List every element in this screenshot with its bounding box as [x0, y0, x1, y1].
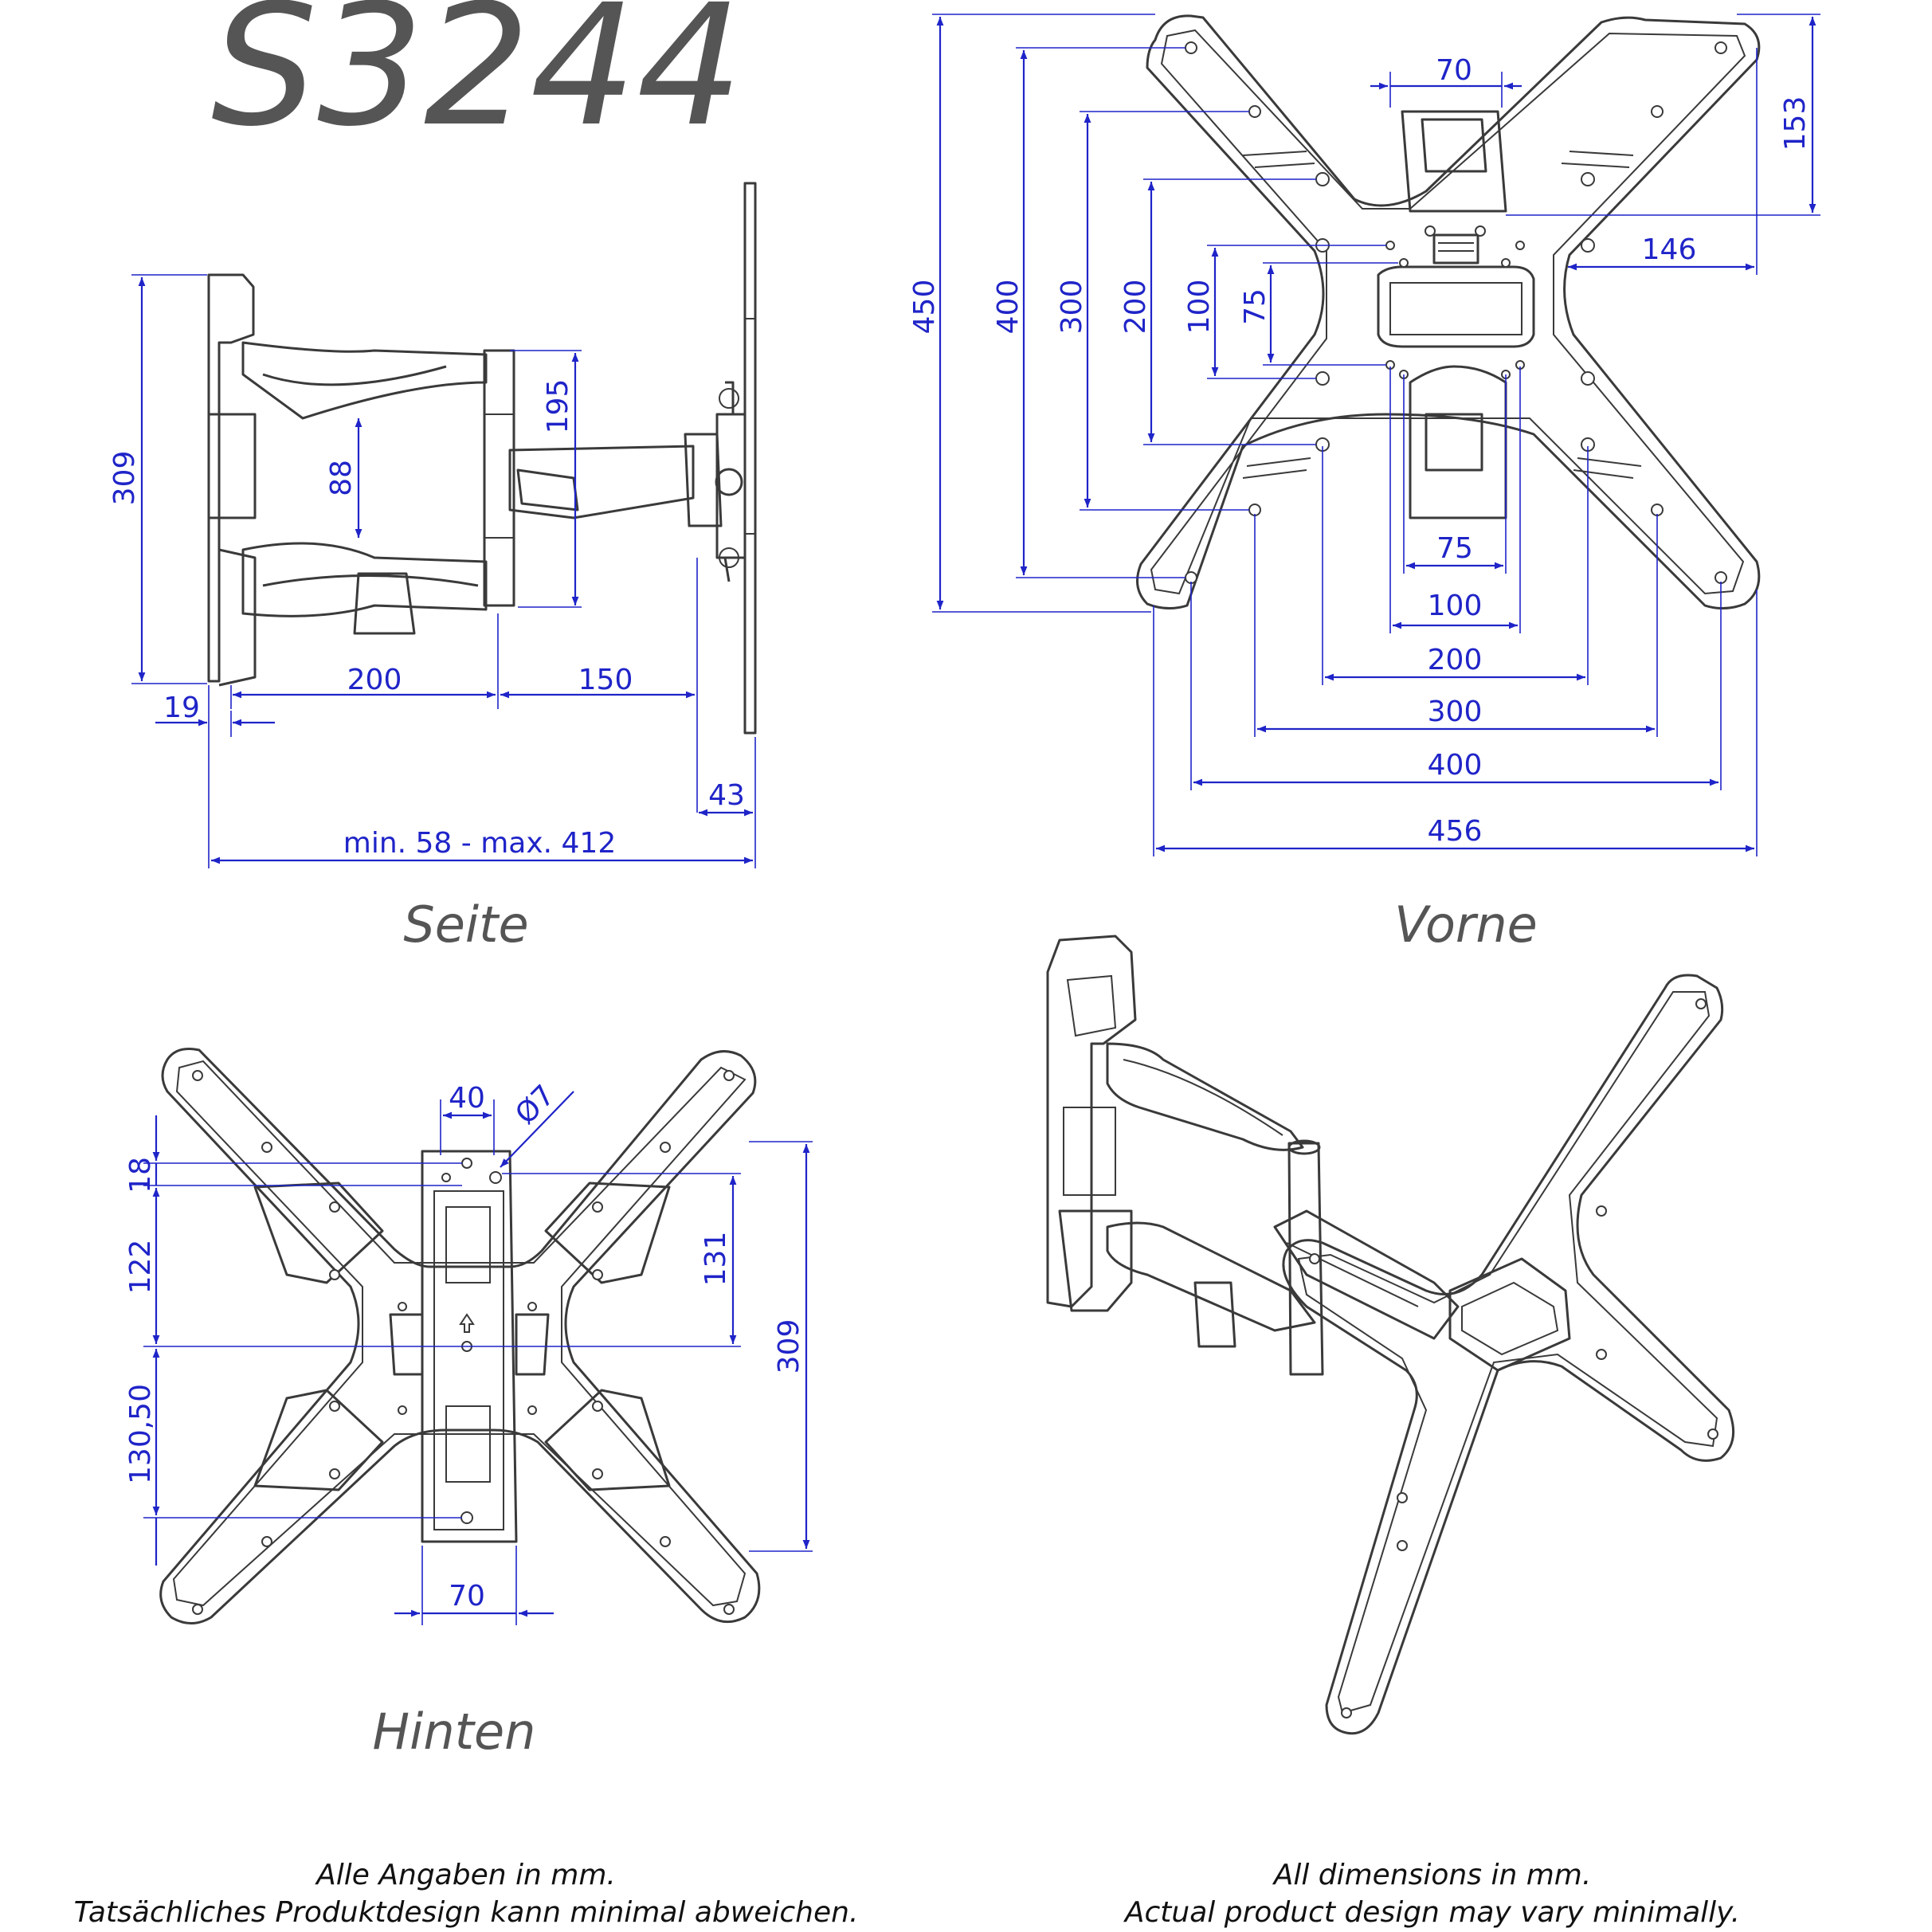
front-view-dimensions: 450 400 300 200 100 75 70 153	[908, 14, 1820, 856]
dim-400-h: 400	[1428, 749, 1483, 782]
note-en-line1: All dimensions in mm.	[1272, 1859, 1592, 1891]
dim-309-back: 309	[773, 1319, 805, 1374]
dim-depth: min. 58 - max. 412	[343, 827, 617, 860]
side-view	[207, 182, 757, 735]
dim-131: 131	[700, 1232, 732, 1287]
dim-195: 195	[542, 379, 574, 434]
dim-146: 146	[1642, 233, 1697, 266]
dim-100-v: 100	[1183, 280, 1216, 335]
view-label-front: Vorne	[1394, 895, 1538, 954]
dim-100-h: 100	[1428, 590, 1483, 622]
dim-200: 200	[347, 664, 402, 696]
dim-88: 88	[325, 460, 358, 496]
dim-122: 122	[124, 1240, 157, 1295]
dim-300-h: 300	[1428, 696, 1483, 728]
dim-75-v: 75	[1239, 288, 1272, 325]
note-de-line1: Alle Angaben in mm.	[315, 1859, 616, 1891]
dim-diameter-7: Ø7	[509, 1079, 561, 1131]
note-en-line2: Actual product design may vary minimally…	[1123, 1896, 1740, 1929]
dim-43: 43	[708, 779, 745, 812]
side-view-dimensions: 309 88 195 200 150 19 43 min. 58 - max. …	[108, 274, 756, 868]
back-view	[159, 1048, 761, 1624]
dim-40: 40	[449, 1082, 485, 1115]
dim-75-h: 75	[1436, 532, 1473, 565]
dim-153: 153	[1779, 96, 1812, 151]
dim-19: 19	[163, 692, 200, 724]
dim-200-h: 200	[1428, 644, 1483, 676]
note-de-line2: Tatsächliches Produktdesign kann minimal…	[74, 1896, 859, 1929]
back-view-dimensions: 40 Ø7 18 122 130,50 131 309 70	[124, 1079, 813, 1625]
dim-450: 450	[908, 280, 941, 335]
dim-309: 309	[108, 451, 141, 506]
view-label-back: Hinten	[373, 1703, 536, 1761]
dim-300: 300	[1056, 280, 1088, 335]
dim-200-v: 200	[1119, 280, 1152, 335]
dim-70-top: 70	[1436, 54, 1472, 87]
view-label-side: Seite	[403, 895, 528, 954]
perspective-view	[1046, 935, 1735, 1735]
dim-18: 18	[124, 1157, 157, 1193]
front-view	[1136, 14, 1761, 609]
dim-130-50: 130,50	[124, 1384, 157, 1484]
dim-400: 400	[992, 280, 1025, 335]
dim-70-back: 70	[449, 1580, 485, 1613]
dim-456: 456	[1428, 815, 1483, 848]
product-title: S3244	[211, 0, 743, 163]
dim-150: 150	[578, 664, 633, 696]
